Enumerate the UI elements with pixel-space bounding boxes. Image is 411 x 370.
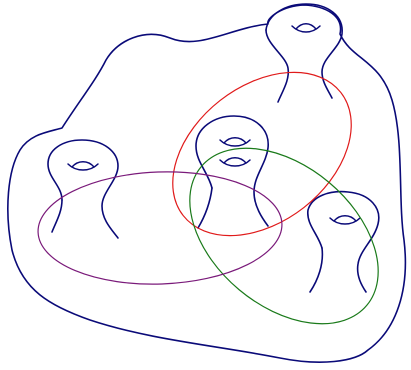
handle-top-right-hole-upper bbox=[296, 24, 316, 29]
surface-outline bbox=[8, 5, 406, 362]
handle-top-right bbox=[266, 4, 342, 102]
handle-left bbox=[48, 140, 118, 238]
handle-center-hole2-upper bbox=[224, 158, 246, 163]
handle-top-right-neck-left bbox=[266, 30, 288, 102]
handle-bottom-right bbox=[308, 192, 379, 292]
handle-bottom-right-body-left bbox=[310, 248, 322, 292]
handle-center bbox=[196, 116, 268, 228]
handle-left-hole-upper bbox=[72, 162, 94, 167]
red-curve bbox=[141, 39, 382, 269]
handle-left-body-left bbox=[52, 200, 62, 232]
handle-bottom-right-hole-upper bbox=[334, 216, 356, 221]
handle-center-hole1-upper bbox=[224, 138, 246, 143]
handle-left-body bbox=[48, 140, 118, 238]
purple-curve bbox=[36, 168, 284, 288]
handle-center-body-left bbox=[198, 188, 212, 228]
